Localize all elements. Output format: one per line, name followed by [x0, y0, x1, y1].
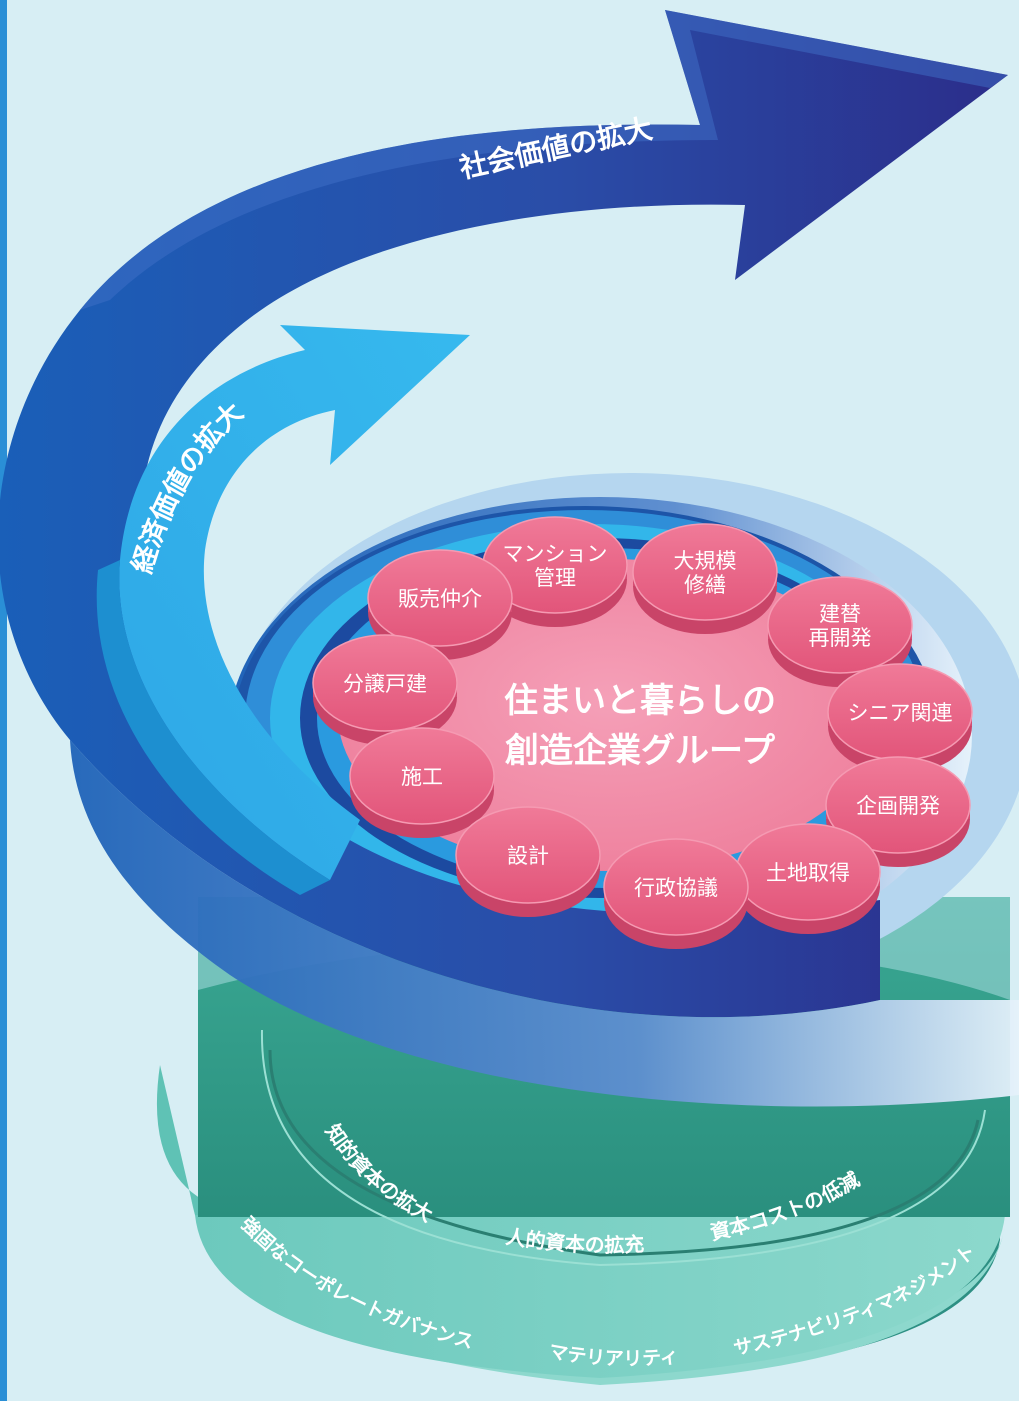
disc-land-acquisition: 土地取得	[735, 823, 881, 934]
disc-administrative-consultation: 行政協議	[603, 838, 749, 949]
disc-rebuilding-redevelopment-label: 再開発	[809, 626, 872, 650]
business-discs: マンション管理大規模修繕販売仲介建替再開発分譲戸建シニア関連施工企画開発設計土地…	[312, 516, 973, 949]
disc-detached-housing: 分譲戸建	[312, 634, 458, 745]
left-edge-stripe	[0, 0, 7, 1401]
disc-construction-label: 施工	[401, 765, 443, 789]
disc-condo-management-label: 管理	[534, 566, 576, 590]
disc-large-scale-repair-label: 大規模	[674, 549, 737, 573]
disc-design-label: 設計	[507, 844, 549, 868]
disc-sales-brokerage-label: 販売仲介	[398, 587, 482, 611]
disc-condo-management-label: マンション	[503, 542, 608, 566]
disc-rebuilding-redevelopment-label: 建替	[819, 602, 861, 626]
center-title-line1: 住まいと暮らしの	[504, 681, 776, 721]
disc-large-scale-repair-label: 修繕	[684, 573, 726, 597]
disc-construction: 施工	[349, 727, 495, 838]
disc-detached-housing-label: 分譲戸建	[343, 672, 427, 696]
disc-senior-related: シニア関連	[827, 663, 973, 774]
governance-layer	[156, 1065, 1005, 1385]
disc-design: 設計	[455, 806, 601, 917]
center-title-line2: 創造企業グループ	[505, 731, 775, 771]
disc-planning-development-label: 企画開発	[856, 794, 940, 818]
disc-administrative-consultation-label: 行政協議	[634, 876, 718, 900]
economic-value-arrow	[96, 325, 471, 895]
disc-senior-related-label: シニア関連	[848, 701, 953, 725]
disc-land-acquisition-label: 土地取得	[766, 861, 850, 885]
